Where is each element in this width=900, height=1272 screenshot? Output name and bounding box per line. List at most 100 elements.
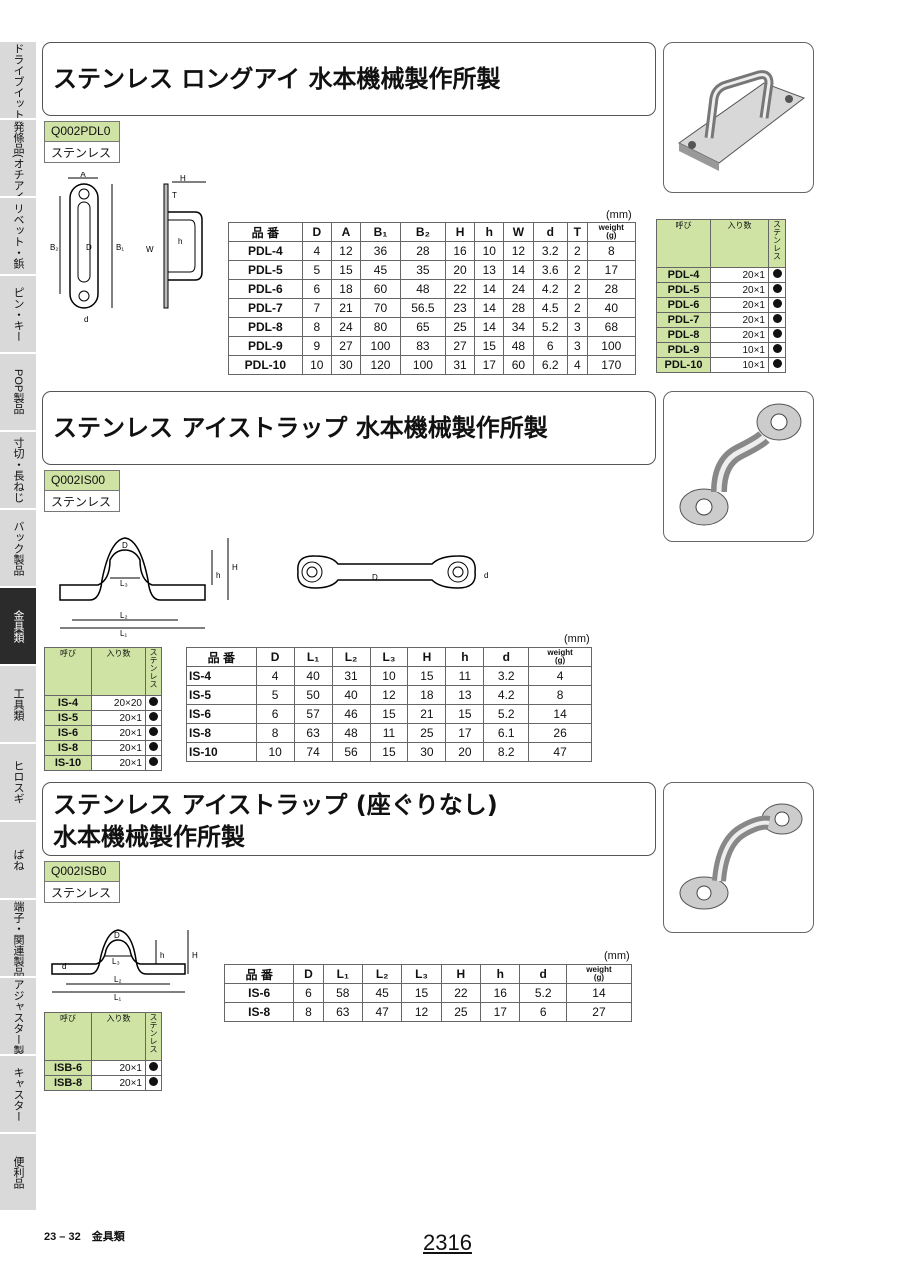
table-cell: 14 [528, 704, 592, 724]
table-cell: 8 [528, 685, 592, 705]
side-tab[interactable]: キャスター [0, 1056, 36, 1134]
table-cell: 8 [255, 723, 295, 743]
side-tab-label: ばね [12, 849, 24, 871]
stock-dot-icon [772, 344, 782, 353]
table-cell: 3 [567, 336, 588, 356]
table-cell: 50 [293, 685, 333, 705]
dim-label: d [62, 962, 66, 971]
table-cell: 15 [407, 666, 447, 686]
stock-dot-icon [149, 757, 158, 766]
table-cell: PDL-8 [656, 327, 711, 343]
table-cell: 40 [331, 685, 371, 705]
table-cell [768, 312, 786, 328]
table-cell: 30 [330, 355, 362, 375]
table-cell: 20×1 [91, 1075, 146, 1091]
table-cell: 17 [480, 1002, 521, 1022]
table-cell: 10×1 [710, 342, 769, 358]
dim-label: L₁ [114, 993, 121, 1002]
stock-dot-icon [149, 697, 158, 706]
table-cell: 28 [503, 298, 534, 318]
table-cell: 47 [528, 742, 592, 762]
side-tab[interactable]: バック製品 [0, 510, 36, 588]
table-cell: 46 [331, 704, 371, 724]
col-header: B₁ [360, 222, 401, 242]
table-cell: 48 [331, 723, 371, 743]
col-header: h [445, 647, 485, 667]
table-cell: 8 [293, 1002, 324, 1022]
table-cell: PDL-5 [228, 260, 303, 280]
table-cell: 36 [360, 241, 401, 261]
dim-label: L₂ [114, 975, 122, 984]
section-title-box: ステンレス ロングアイ 水本機械製作所製 [42, 42, 656, 116]
table-cell: 16 [480, 983, 521, 1003]
side-tab-label: ピン・キー [12, 286, 24, 342]
product-code-box: Q002IS00 ステンレス [44, 470, 120, 512]
col-header: L₂ [361, 964, 403, 984]
material-label: ステンレス [45, 882, 119, 902]
side-tab[interactable]: 端子・関連製品 [0, 900, 36, 978]
table-cell: 2 [567, 241, 588, 261]
dim-label: L₃ [120, 579, 128, 588]
product-code: Q002ISB0 [45, 862, 119, 882]
table-cell: 25 [440, 1002, 482, 1022]
col-header: L₂ [331, 647, 371, 667]
table-cell: 10 [474, 241, 505, 261]
table-cell: 11 [445, 666, 485, 686]
table-cell: 20×1 [91, 1060, 146, 1076]
dim-label: h [216, 571, 220, 580]
table-cell: 21 [330, 298, 362, 318]
col-header: h [474, 222, 505, 242]
table-cell: 17 [586, 260, 637, 280]
table-cell: 8.2 [483, 742, 530, 762]
table-cell: 18 [407, 685, 447, 705]
stock-dot-icon [149, 1062, 158, 1071]
table-cell: 70 [360, 298, 401, 318]
col-header-weight: weight(g) [586, 222, 637, 242]
side-tab-active[interactable]: 金具類 [0, 588, 36, 666]
eye-strap-photo-icon [679, 403, 802, 526]
side-tab[interactable]: 寸切・長ねじ [0, 432, 36, 510]
table-cell: 3.6 [532, 260, 569, 280]
table-cell: 22 [444, 279, 476, 299]
table-cell: IS-6 [44, 725, 92, 741]
side-tab[interactable]: ばね [0, 822, 36, 900]
table-cell: 27 [330, 336, 362, 356]
table-cell: 5.2 [483, 704, 530, 724]
table-cell: 20×1 [91, 710, 146, 726]
col-header: d [519, 964, 567, 984]
section-title: ステンレス ロングアイ 水本機械製作所製 [53, 65, 501, 93]
table-cell: 58 [322, 983, 363, 1003]
side-tab[interactable]: アジャスター製品 [0, 978, 36, 1056]
table-cell: 23 [444, 298, 476, 318]
side-tab[interactable]: 工具類 [0, 666, 36, 744]
table-cell: 4 [301, 241, 332, 261]
side-tab[interactable]: ヒロスギ [0, 744, 36, 822]
table-cell: 12 [503, 241, 534, 261]
table-cell: 3.2 [483, 666, 530, 686]
side-tab[interactable]: リベット・鋲 [0, 198, 36, 276]
table-cell: 31 [444, 355, 476, 375]
table-cell: 15 [330, 260, 362, 280]
pack-header: 入り数 [91, 647, 146, 696]
table-cell: 6.2 [532, 355, 569, 375]
side-tab[interactable]: ピン・キー [0, 276, 36, 354]
side-tab[interactable]: POP製品 [0, 354, 36, 432]
side-tab[interactable]: 便利品 [0, 1134, 36, 1212]
table-cell: 63 [293, 723, 333, 743]
table-cell: 4 [528, 666, 592, 686]
table-cell: 6 [532, 336, 569, 356]
table-cell: 15 [445, 704, 485, 724]
side-tab[interactable]: 発條品(オチアイ品大橋品) [0, 120, 36, 198]
table-cell: 45 [360, 260, 401, 280]
side-tab[interactable]: ドライブイット関連製品 [0, 42, 36, 120]
table-cell: 65 [399, 317, 446, 337]
